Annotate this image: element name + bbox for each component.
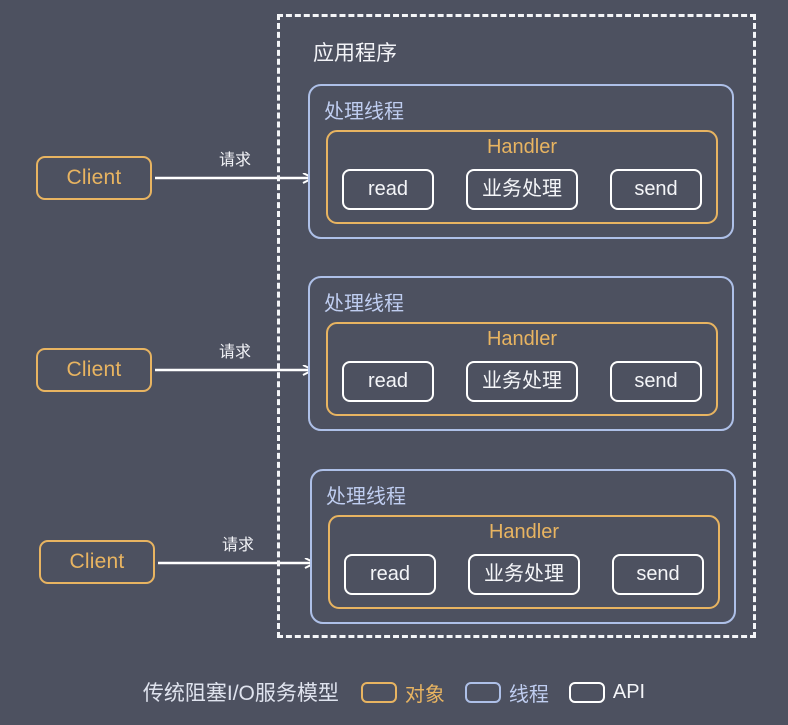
thread-box-2[interactable]: 处理线程 Handler read 业务处理 send bbox=[308, 276, 734, 431]
application-title: 应用程序 bbox=[313, 42, 397, 65]
legend-item-api: API bbox=[568, 680, 646, 704]
api-box-read-2[interactable]: read bbox=[342, 361, 434, 402]
thread-box-3[interactable]: 处理线程 Handler read 业务处理 send bbox=[310, 469, 736, 624]
legend-item-thread: 线程 bbox=[464, 678, 549, 707]
legend-item-object: 对象 bbox=[360, 678, 445, 707]
thread-title-1: 处理线程 bbox=[324, 101, 404, 123]
legend-swatch-api-icon bbox=[568, 681, 605, 703]
request-label-1: 请求 bbox=[218, 152, 251, 169]
handler-steps-2: read 业务处理 send bbox=[342, 359, 702, 404]
footer-legend: 传统阻塞I/O服务模型 对象 线程 API bbox=[0, 677, 788, 707]
api-box-business-2[interactable]: 业务处理 bbox=[466, 361, 578, 402]
api-box-read-1[interactable]: read bbox=[342, 169, 434, 210]
api-box-business-1[interactable]: 业务处理 bbox=[466, 169, 578, 210]
handler-box-3[interactable]: Handler read 业务处理 send bbox=[328, 515, 720, 609]
handler-title-2: Handler bbox=[486, 328, 558, 350]
api-box-send-2[interactable]: send bbox=[610, 361, 702, 402]
handler-title-1: Handler bbox=[486, 136, 558, 158]
api-box-read-3[interactable]: read bbox=[344, 554, 436, 595]
handler-steps-3: read 业务处理 send bbox=[344, 552, 704, 597]
thread-box-1[interactable]: 处理线程 Handler read 业务处理 send bbox=[308, 84, 734, 239]
thread-title-3: 处理线程 bbox=[326, 486, 406, 508]
diagram-caption: 传统阻塞I/O服务模型 bbox=[142, 682, 339, 705]
handler-box-1[interactable]: Handler read 业务处理 send bbox=[326, 130, 718, 224]
legend-swatch-thread-icon bbox=[464, 681, 501, 703]
handler-title-3: Handler bbox=[488, 521, 560, 543]
handler-steps-1: read 业务处理 send bbox=[342, 167, 702, 212]
application-container: 应用程序 bbox=[277, 14, 756, 638]
client-box-3[interactable]: Client bbox=[39, 540, 155, 584]
handler-box-2[interactable]: Handler read 业务处理 send bbox=[326, 322, 718, 416]
request-label-3: 请求 bbox=[221, 537, 254, 554]
api-box-send-3[interactable]: send bbox=[612, 554, 704, 595]
legend-label-thread: 线程 bbox=[508, 683, 549, 706]
client-box-1[interactable]: Client bbox=[36, 156, 152, 200]
request-label-2: 请求 bbox=[218, 344, 251, 361]
legend-swatch-object-icon bbox=[360, 681, 397, 703]
legend-label-object: 对象 bbox=[404, 683, 445, 706]
legend-label-api: API bbox=[612, 680, 646, 703]
client-box-2[interactable]: Client bbox=[36, 348, 152, 392]
api-box-business-3[interactable]: 业务处理 bbox=[468, 554, 580, 595]
thread-title-2: 处理线程 bbox=[324, 293, 404, 315]
api-box-send-1[interactable]: send bbox=[610, 169, 702, 210]
